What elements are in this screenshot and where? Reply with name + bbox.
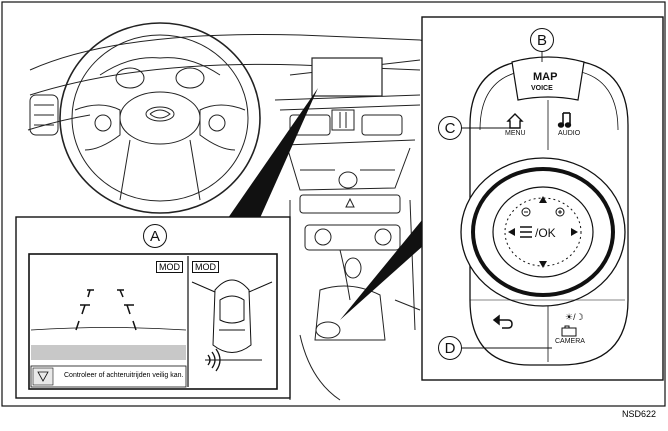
back-arrow-icon (492, 314, 513, 329)
audio-label: AUDIO (558, 130, 581, 137)
guide-lines (75, 289, 137, 331)
ok-label: /OK (535, 226, 556, 240)
zoom-out-icon (521, 207, 531, 217)
seatbelt-warning-icon (32, 367, 54, 386)
callout-d: D (438, 336, 462, 360)
callout-c: C (438, 116, 462, 140)
voice-label: VOICE (531, 85, 553, 92)
callout-a: A (143, 224, 167, 248)
mod-badge-left: MOD (156, 261, 183, 273)
outer-border (1, 1, 666, 407)
menu-label: MENU (505, 130, 526, 137)
camera-label: CAMERA (555, 338, 585, 345)
nav-screen (311, 57, 383, 97)
mod-badge-right: MOD (192, 261, 219, 273)
zoom-in-icon (555, 207, 565, 217)
figure-code: NSD622 (622, 409, 657, 419)
rear-camera-view (31, 256, 186, 387)
day-night-label: ☀/☽ (565, 312, 584, 322)
music-note-icon (557, 112, 572, 128)
sonar-icon (207, 348, 221, 372)
car-top-view (191, 279, 273, 361)
pointer-wedge-controller (340, 220, 424, 320)
map-label: MAP (533, 71, 558, 83)
camera-icon (561, 325, 577, 337)
safety-caption: Controleer of achteruitrijden veilig kan… (64, 372, 184, 379)
controller-drawing (460, 56, 629, 366)
bumper-band (31, 345, 186, 360)
callout-b: B (530, 28, 554, 52)
home-icon (506, 113, 524, 129)
list-icon (520, 226, 532, 238)
direction-arrows (508, 196, 578, 268)
pointer-wedge-screen (228, 88, 318, 218)
dashboard-illustration (27, 22, 441, 401)
display-frame (28, 253, 278, 390)
